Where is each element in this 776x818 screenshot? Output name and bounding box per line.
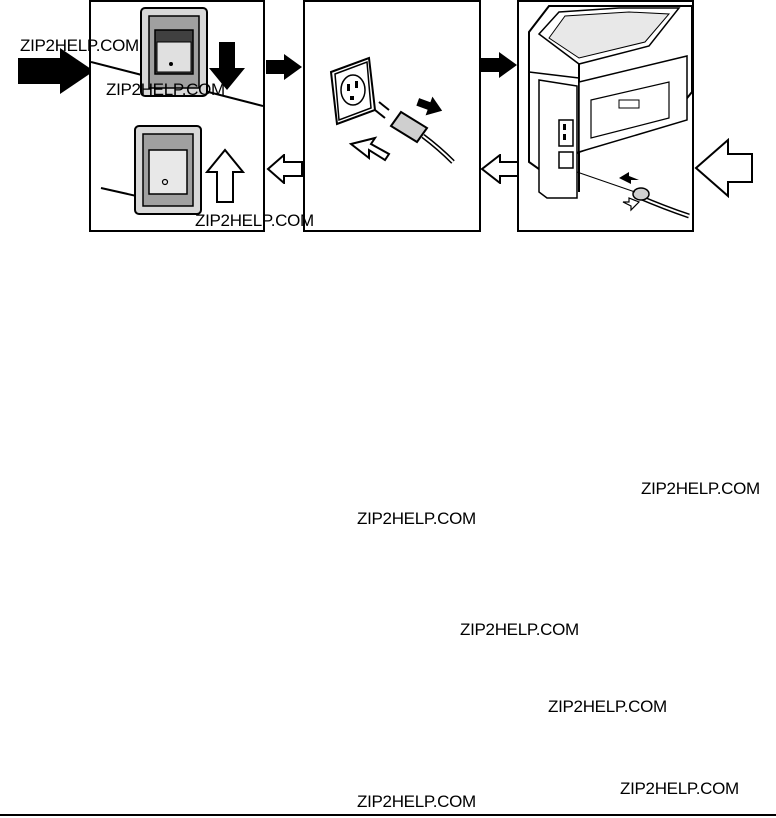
solid-arrow-right-icon <box>18 48 94 94</box>
panel-printer-rear <box>517 0 694 232</box>
watermark-text: ZIP2HELP.COM <box>357 509 476 528</box>
bottom-rule <box>0 814 776 816</box>
wall-socket-illustration <box>329 56 455 164</box>
solid-arrow-right-icon <box>481 52 517 78</box>
watermark-text: ZIP2HELP.COM <box>20 36 139 55</box>
watermark-text: ZIP2HELP.COM <box>357 792 476 811</box>
watermark-text: ZIP2HELP.COM <box>548 697 667 716</box>
panel-wall-socket <box>303 0 481 232</box>
watermark-text: ZIP2HELP.COM <box>195 211 314 230</box>
panel-power-switch <box>89 0 265 232</box>
watermark-text: ZIP2HELP.COM <box>641 479 760 498</box>
printer-rear-illustration <box>528 5 692 219</box>
watermark-text: ZIP2HELP.COM <box>106 80 225 99</box>
outlined-arrow-left-icon <box>694 138 753 198</box>
outlined-arrow-left-icon <box>266 154 303 184</box>
outlined-arrow-left-icon <box>480 154 519 184</box>
watermark-text: ZIP2HELP.COM <box>460 620 579 639</box>
solid-arrow-right-icon <box>266 54 302 80</box>
power-switch-illustration <box>91 7 263 215</box>
watermark-text: ZIP2HELP.COM <box>620 779 739 798</box>
